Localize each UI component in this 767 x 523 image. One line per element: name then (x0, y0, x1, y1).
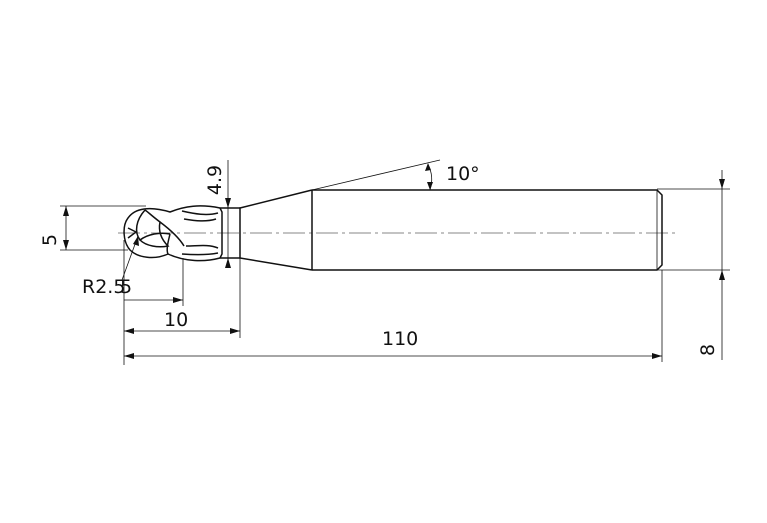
ball-radius-label: R2.5 (82, 276, 125, 298)
overall-length-arrow-left (124, 353, 134, 359)
ball-length-arrow-right (173, 297, 183, 303)
neck-dia-arrow-top (225, 198, 231, 208)
cutting-diameter-label: 5 (39, 234, 61, 246)
cut-dia-arrow-bottom (63, 240, 69, 250)
ball-cutting-edge-2 (139, 209, 170, 248)
flute-outline (219, 207, 223, 259)
shank-outline (312, 189, 663, 271)
neck-outline (220, 207, 240, 259)
neck-dia-arrow-bottom (225, 258, 231, 268)
shank-diameter-label: 8 (697, 344, 719, 356)
overall-length-arrow-right (652, 353, 662, 359)
angle-arrow-top (425, 163, 431, 171)
flute-lower (181, 244, 219, 256)
taper-reference-line (311, 159, 441, 191)
neck-diameter-label: 4.9 (204, 165, 226, 195)
flute-upper (181, 210, 219, 222)
flute-length-label: 10 (164, 309, 188, 331)
flute-length-arrow-right (230, 328, 240, 334)
angle-arrow-bottom (427, 182, 433, 190)
ball-length-label: 5 (120, 276, 132, 298)
radius-leader-arrow (133, 236, 139, 246)
overall-length-label: 110 (382, 328, 418, 350)
ball-tip-detail (127, 227, 138, 239)
shank-dia-arrow-top (719, 179, 725, 189)
taper-neck-outline (239, 189, 313, 271)
shank-dia-arrow-bottom (719, 270, 725, 280)
taper-angle-label: 10° (446, 163, 480, 185)
cut-dia-arrow-top (63, 206, 69, 216)
flute-length-arrow-left (124, 328, 134, 334)
ball-cutting-edge-3 (159, 221, 185, 255)
ball-nose-outline (123, 205, 221, 262)
